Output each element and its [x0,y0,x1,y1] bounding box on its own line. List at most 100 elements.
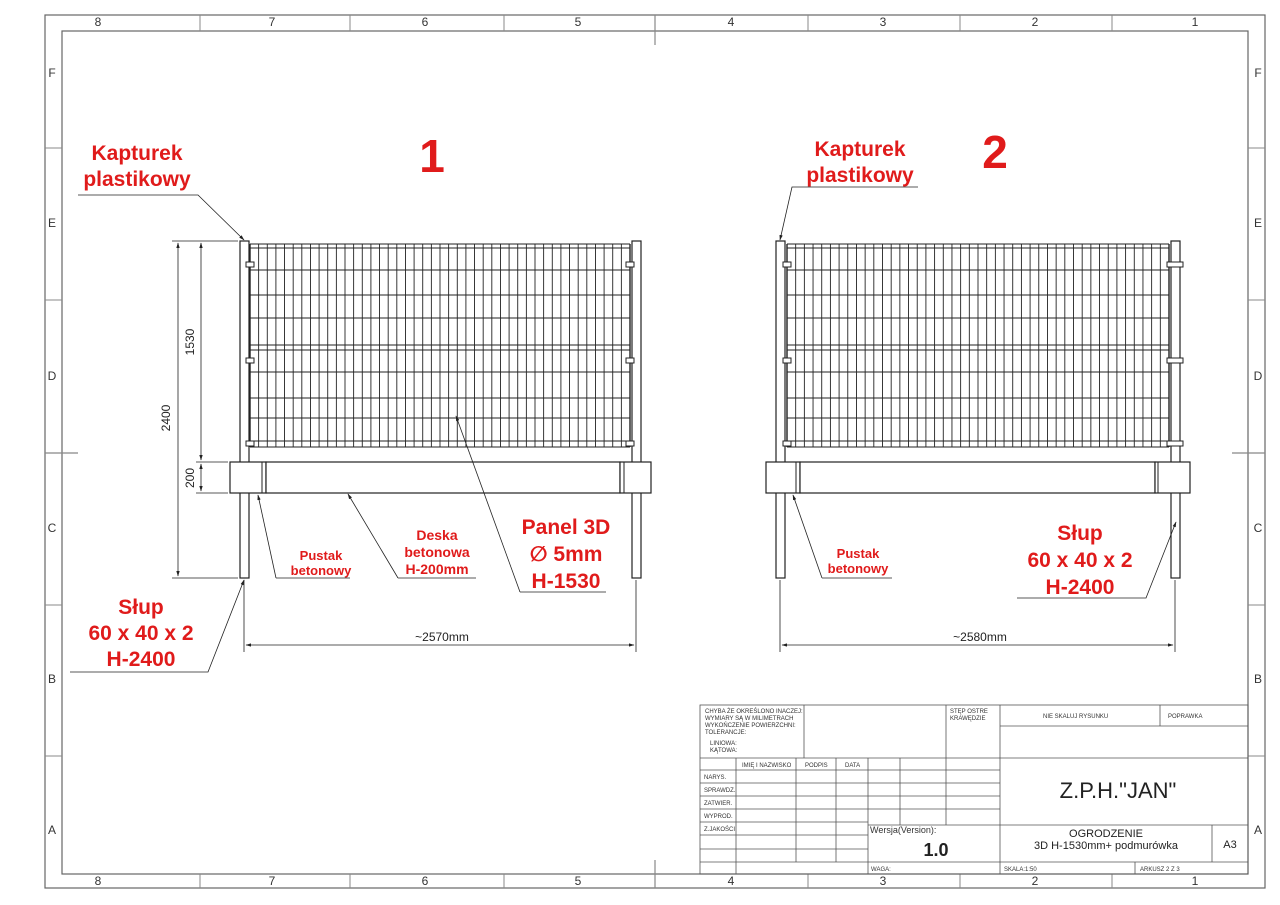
role-manufactured: WYPROD. [704,814,733,820]
post-left-2 [775,240,786,579]
zone-row-label: A [48,823,56,837]
zone-row-label: B [1254,672,1262,686]
dim-board-height-1: 200 [183,468,197,488]
role-approved: ZATWIER. [704,801,733,807]
zone-column-label: 2 [1032,15,1039,29]
cap-label-1a: Kapturek [91,142,182,165]
block-left-1 [229,461,267,494]
header-name: IMIĘ I NAZWISKO [742,763,792,769]
centring-marks [45,15,1265,888]
block-label-1a: Pustak [300,548,343,563]
drawing-title-2: 3D H-1530mm+ podmurówka [1034,840,1179,852]
dim-panel-height-1: 1530 [183,328,197,355]
post-left-1 [239,240,250,579]
panel-mesh-2 [786,243,1170,448]
zone-row-label: B [48,672,56,686]
scale-label: SKALA:1:50 [1004,867,1037,873]
post-label-2a: Słup [1057,522,1103,545]
dim-width-1: ~2570mm [415,630,469,644]
view-2-number: 2 [982,126,1008,178]
cap-label-2a: Kapturek [814,138,905,161]
edges-line-2: KRAWĘDZIE [950,716,985,722]
version-value: 1.0 [923,840,948,860]
sheet-size: A3 [1223,839,1236,851]
post-label-1b: 60 x 40 x 2 [88,622,193,645]
post-label-1c: H-2400 [107,648,176,671]
cap-label-1b: plastikowy [83,168,191,191]
header-date: DATA [845,763,860,769]
post-right-2 [1170,240,1181,579]
drawing-title-1: OGRODZENIE [1069,828,1143,840]
block-label-2a: Pustak [837,546,880,561]
block-label-1b: betonowy [291,563,352,578]
revision-label: POPRAWKA [1168,714,1202,720]
zone-column-label: 5 [575,15,582,29]
zone-column-label: 4 [728,15,735,29]
block-right-2 [1154,461,1191,494]
zone-row-label: D [1254,369,1263,383]
panel-label-1b: ∅ 5mm [530,543,603,566]
note-line-3: WYKOŃCZENIE POWIERZCHNI: [705,722,796,729]
dim-total-height-1: 2400 [159,404,173,431]
company-name: Z.P.H."JAN" [1060,778,1177,803]
zone-column-label: 4 [728,874,735,888]
zone-row-label: D [48,369,57,383]
sheet-number: ARKUSZ 2 Z 3 [1140,867,1180,873]
panel-label-1c: H-1530 [532,570,601,593]
header-signature: PODPIS [805,763,828,769]
zone-column-label: 6 [422,874,429,888]
post-label-2b: 60 x 40 x 2 [1027,549,1132,572]
role-quality: Z.JAKOŚCI [704,825,735,833]
board-label-1c: H-200mm [405,561,468,577]
role-checked: SPRAWDZ. [704,788,736,794]
cap-label-2b: plastikowy [806,164,914,187]
concrete-board-1 [265,461,621,494]
zone-column-label: 3 [880,15,887,29]
zone-row-label: F [1254,66,1261,80]
zone-row-label: C [1254,521,1263,535]
post-label-1a: Słup [118,596,164,619]
fence-view-2: 2 ~2580mm Kapturek plastikowy Pustak bet… [765,126,1191,652]
zone-column-label: 8 [95,15,102,29]
zone-row-label: C [48,521,57,535]
clamps-1 [245,261,635,447]
zone-column-label: 7 [269,15,276,29]
zone-ticks [45,15,1265,888]
board-label-1b: betonowa [404,544,470,560]
zone-column-label: 1 [1192,874,1199,888]
concrete-board-2 [799,461,1156,494]
zone-column-label: 1 [1192,15,1199,29]
role-drawn: NARYS. [704,775,727,781]
panel-mesh-1 [249,243,631,448]
note-line-1: CHYBA ŻE OKREŚLONO INACZEJ: [705,707,803,715]
fence-view-1: 1 2400 1530 200 [70,130,652,673]
note-line-2: WYMIARY SĄ W MILIMETRACH [705,716,793,722]
outer-frame [44,14,1266,889]
note-line-6: KĄTOWA: [710,748,738,754]
version-label: Wersja(Version): [870,825,936,835]
clamps-2 [782,261,1184,447]
zone-row-label: F [48,66,55,80]
post-right-1 [631,240,642,579]
note-line-5: LINIOWA: [710,741,737,747]
zone-column-label: 3 [880,874,887,888]
edges-line-1: STĘP OSTRE [950,709,988,715]
no-scale-label: NIE SKALUJ RYSUNKU [1043,714,1108,720]
zone-column-label: 5 [575,874,582,888]
weight-label: WAGA: [871,867,891,873]
zone-column-label: 6 [422,15,429,29]
block-left-2 [765,461,801,494]
block-right-1 [619,461,652,494]
zone-row-label: A [1254,823,1262,837]
zone-row-label: E [1254,216,1262,230]
zone-column-label: 2 [1032,874,1039,888]
zone-row-label: E [48,216,56,230]
board-label-1a: Deska [416,527,457,543]
block-label-2b: betonowy [828,561,889,576]
post-label-2c: H-2400 [1046,576,1115,599]
dim-width-2: ~2580mm [953,630,1007,644]
zone-column-label: 8 [95,874,102,888]
title-block: CHYBA ŻE OKREŚLONO INACZEJ: WYMIARY SĄ W… [699,704,1249,875]
